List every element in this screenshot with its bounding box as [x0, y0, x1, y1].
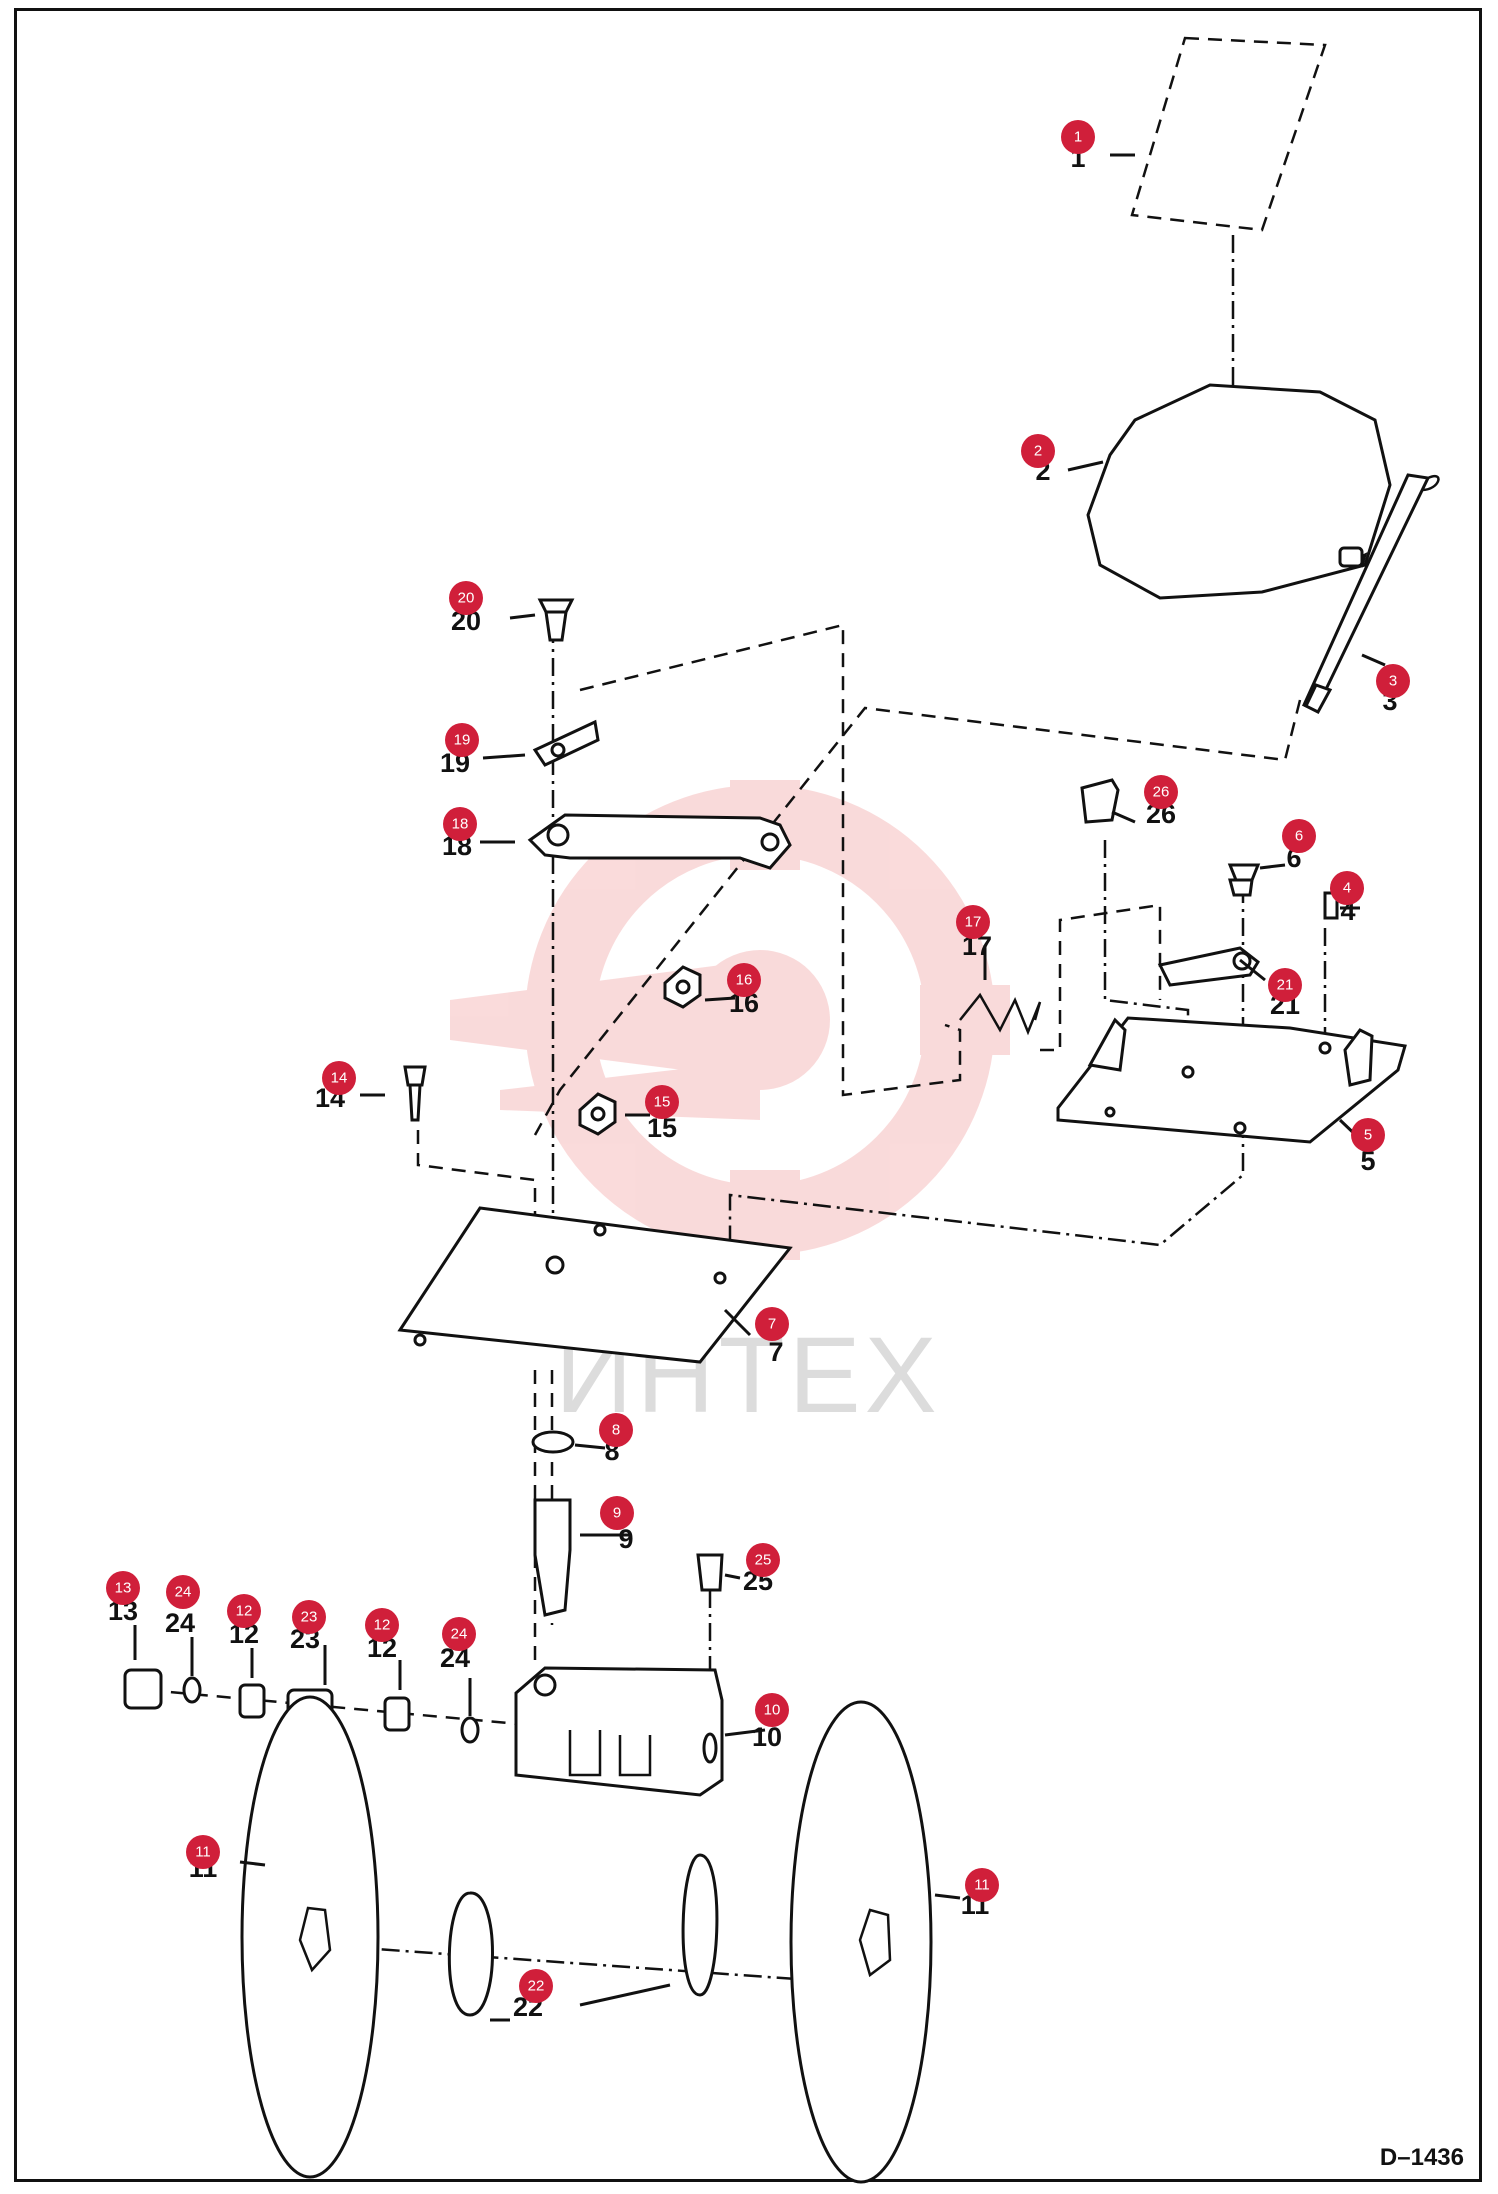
callout-badge-label: 9 [613, 1505, 621, 1522]
callout-badge-label: 3 [1389, 673, 1397, 690]
callout-badge-label: 25 [755, 1552, 772, 1569]
callout-badge [645, 1085, 679, 1119]
callout-badge-label: 23 [301, 1609, 318, 1626]
callout-7: 77 [755, 1307, 789, 1367]
callout-badge-label: 18 [452, 816, 469, 833]
callout-badge-label: 22 [528, 1978, 545, 1995]
callout-badge-label: 15 [654, 1094, 671, 1111]
callout-number: 10 [752, 1722, 782, 1752]
callout-badge-label: 2 [1034, 443, 1042, 460]
callout-badge [1282, 819, 1316, 853]
callout-badge [1021, 434, 1055, 468]
callout-badge-label: 20 [458, 590, 475, 607]
callout-badge-label: 13 [115, 1580, 132, 1597]
callout-badge-label: 21 [1277, 977, 1294, 994]
drawing-code: D–1436 [1379, 2144, 1464, 2171]
callout-badge [600, 1496, 634, 1530]
callout-1: 11 [1061, 120, 1095, 173]
callout-badge [322, 1061, 356, 1095]
callout-badge [443, 807, 477, 841]
callout-badge [1144, 775, 1178, 809]
callout-badge [227, 1594, 261, 1628]
callout-3: 33 [1376, 664, 1410, 716]
callout-badge [727, 963, 761, 997]
callout-8: 88 [599, 1413, 633, 1466]
callout-badge [519, 1969, 553, 2003]
callout-badge [445, 723, 479, 757]
callout-badge-label: 17 [965, 914, 982, 931]
callout-badge-label: 4 [1343, 880, 1351, 897]
callout-badge [1351, 1118, 1385, 1152]
callout-badge-label: 14 [331, 1070, 348, 1087]
callout-badge-label: 7 [768, 1316, 776, 1333]
callout-4: 44 [1330, 871, 1364, 926]
callout-badge-label: 11 [195, 1844, 211, 1861]
callout-badge [449, 581, 483, 615]
callout-badge [1061, 120, 1095, 154]
callout-badge [599, 1413, 633, 1447]
callout-badge-label: 10 [764, 1702, 781, 1719]
callout-2: 22 [1021, 434, 1055, 486]
callout-badge [365, 1608, 399, 1642]
callout-badge-label: 12 [236, 1603, 253, 1620]
callout-badge-label: 24 [451, 1626, 468, 1643]
callout-badge [106, 1571, 140, 1605]
callout-badge [166, 1575, 200, 1609]
callout-badge-label: 11 [974, 1877, 990, 1894]
callout-badge [755, 1693, 789, 1727]
callout-badge [755, 1307, 789, 1341]
callouts: 1122334455667788991010111111111212121213… [106, 120, 1410, 2022]
callout-badge [965, 1868, 999, 1902]
callout-5: 55 [1351, 1118, 1385, 1176]
callout-badge-label: 19 [454, 732, 471, 749]
parts [123, 36, 1440, 2184]
callout-badge-label: 26 [1153, 784, 1170, 801]
callout-badge [956, 905, 990, 939]
callout-badge [442, 1617, 476, 1651]
callout-badge [292, 1600, 326, 1634]
callout-number: 24 [165, 1608, 195, 1638]
callout-badge-label: 12 [374, 1617, 391, 1634]
callout-number: 9 [618, 1524, 633, 1554]
callout-badge [746, 1543, 780, 1577]
callout-9: 99 [600, 1496, 634, 1554]
callout-badge-label: 24 [175, 1584, 192, 1601]
callout-badge [1268, 968, 1302, 1002]
callout-badge-label: 1 [1074, 129, 1082, 146]
callout-badge-label: 16 [736, 972, 753, 989]
callout-number: 7 [768, 1337, 783, 1367]
callout-badge [1376, 664, 1410, 698]
callout-badge-label: 8 [612, 1422, 620, 1439]
callout-number: 5 [1360, 1146, 1375, 1176]
callout-6: 66 [1282, 819, 1316, 873]
callout-badge [186, 1835, 220, 1869]
callout-badge [1330, 871, 1364, 905]
callout-badge-label: 5 [1364, 1127, 1372, 1144]
callout-badge-label: 6 [1295, 828, 1303, 845]
